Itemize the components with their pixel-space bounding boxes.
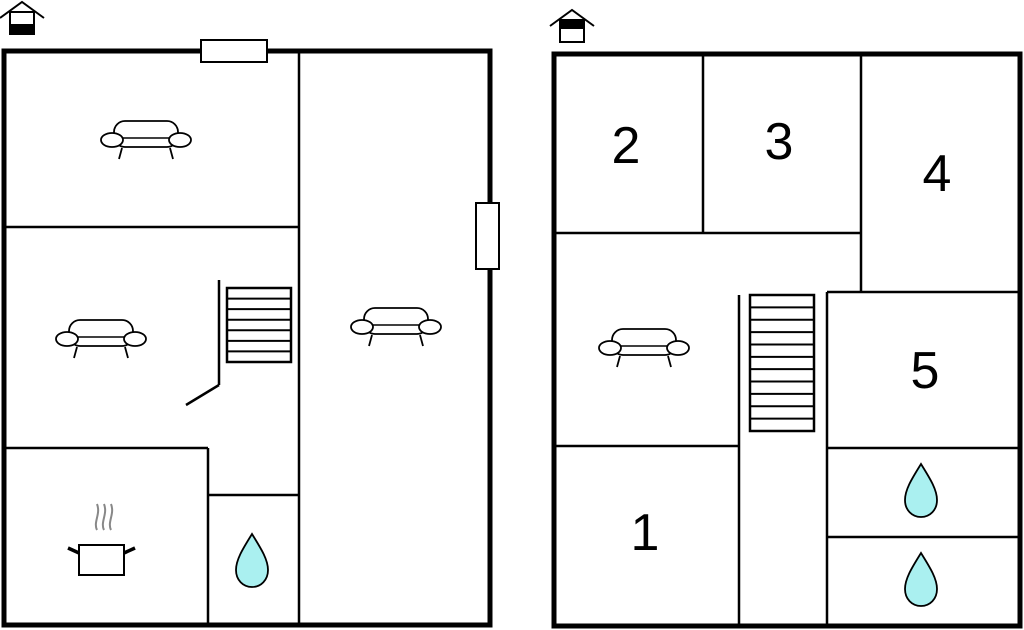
water-drop-icon: [235, 533, 269, 588]
house-icon: [0, 1, 45, 35]
room-label-5: 5: [911, 342, 940, 400]
floor-plan-left: [0, 1, 500, 628]
house-icon: [549, 9, 595, 43]
sofa-icon: [55, 319, 147, 359]
room-label-4: 4: [923, 145, 952, 203]
sofa-icon: [598, 328, 690, 368]
interior-walls-left: [4, 51, 301, 625]
room-label-1: 1: [631, 504, 660, 562]
staircase-icon: [225, 286, 293, 364]
window-icon: [475, 202, 500, 270]
window-icon: [200, 39, 268, 63]
cooking-pot-icon: [67, 503, 136, 576]
water-drop-icon: [904, 552, 938, 607]
staircase-icon: [748, 293, 816, 433]
room-label-2: 2: [612, 117, 641, 175]
outer-wall-right: [551, 51, 1023, 629]
interior-walls-right: [554, 54, 1020, 626]
room-label-3: 3: [765, 113, 794, 171]
water-drop-icon: [904, 463, 938, 518]
sofa-icon: [100, 120, 192, 160]
stair-outline: [225, 286, 293, 364]
floor-plan-right: 2 3 4 5 1: [549, 9, 1023, 629]
stair-outline: [748, 293, 816, 433]
sofa-icon: [350, 307, 442, 347]
